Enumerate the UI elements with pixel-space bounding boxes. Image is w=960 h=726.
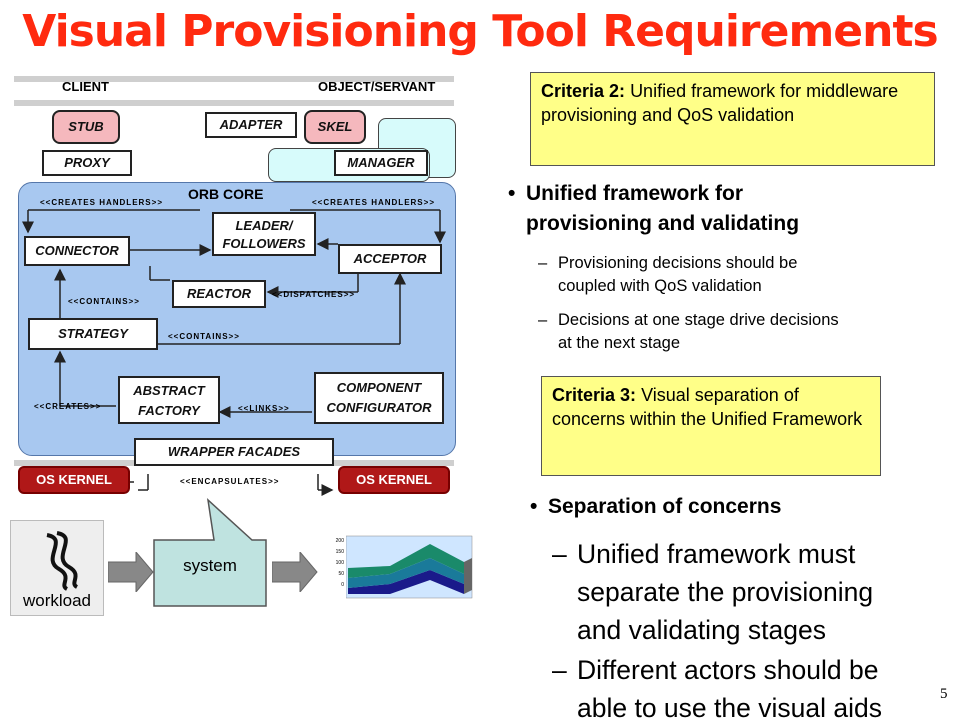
- os-kernel-right-box: OS KERNEL: [338, 466, 450, 494]
- bullet-1-title-line-1: Unified framework for: [526, 182, 744, 205]
- wrapper-facades-box: WRAPPER FACADES: [134, 438, 334, 466]
- divider-bar: [14, 100, 454, 106]
- dash-marker: –: [552, 539, 567, 569]
- slide-title: Visual Provisioning Tool Requirements: [22, 6, 938, 57]
- component-configurator-box: COMPONENT CONFIGURATOR: [314, 372, 444, 424]
- chart-tick: 200: [335, 538, 344, 544]
- creates-label: <<CREATES>>: [34, 402, 102, 411]
- bullet-1-sub-1-line-1: Provisioning decisions should be: [558, 254, 798, 272]
- arrow-to-chart-icon: [272, 552, 318, 592]
- bullet-marker: •: [530, 495, 538, 518]
- proxy-box: PROXY: [42, 150, 132, 176]
- skel-box: SKEL: [304, 110, 366, 144]
- bullet-1-sub-1-line-2: coupled with QoS validation: [558, 277, 762, 295]
- chart-tick: 0: [341, 582, 344, 588]
- manager-box: MANAGER: [334, 150, 428, 176]
- connector-box: CONNECTOR: [24, 236, 130, 266]
- workload-panel: workload: [10, 520, 104, 616]
- system-callout: [153, 498, 267, 607]
- bullet-1-title-line-2: provisioning and validating: [526, 212, 800, 235]
- workload-icon: [46, 531, 79, 591]
- criteria-3-text: Visual separation of concerns within the…: [552, 385, 863, 429]
- contains-top-label: <<CONTAINS>>: [68, 297, 140, 306]
- dash-marker: –: [538, 311, 548, 329]
- dispatches-label: <<DISPATCHES>>: [272, 290, 356, 299]
- divider-bar: [14, 76, 454, 82]
- criteria-3-label: Criteria 3:: [552, 385, 637, 405]
- object-servant-label: OBJECT/SERVANT: [318, 79, 436, 94]
- chart-tick: 50: [338, 571, 344, 577]
- adapter-box: ADAPTER: [205, 112, 297, 138]
- page-number: 5: [940, 686, 948, 702]
- contains-bottom-label: <<CONTAINS>>: [168, 332, 240, 341]
- result-chart: 200 150 100 50 0: [330, 532, 478, 602]
- arrow-to-system-icon: [108, 552, 154, 592]
- abstract-factory-box: ABSTRACT FACTORY: [118, 376, 220, 424]
- os-kernel-left-box: OS KERNEL: [18, 466, 130, 494]
- stub-box: STUB: [52, 110, 120, 144]
- orb-core-label: ORB CORE: [188, 186, 264, 202]
- strategy-box: STRATEGY: [28, 318, 158, 350]
- dash-marker: –: [538, 254, 548, 272]
- dash-marker: –: [552, 655, 567, 685]
- bullet-2-sub-2-line-2: able to use the visual aids: [577, 693, 882, 723]
- system-label: system: [183, 556, 237, 575]
- creates-handlers-right-label: <<CREATES HANDLERS>>: [312, 198, 435, 207]
- bullet-2-title: Separation of concerns: [548, 495, 782, 518]
- bullet-2-sub-1-line-2: separate the provisioning: [577, 577, 874, 607]
- bullet-marker: •: [508, 182, 516, 205]
- bullet-1-sub-2-line-1: Decisions at one stage drive decisions: [558, 311, 839, 329]
- chart-ticks: 200 150 100 50 0: [330, 536, 344, 591]
- bullet-2-sub-1-line-3: and validating stages: [577, 615, 826, 645]
- chart-tick: 150: [335, 549, 344, 555]
- acceptor-box: ACCEPTOR: [338, 244, 442, 274]
- links-label: <<LINKS>>: [238, 404, 290, 413]
- chart-area: [346, 535, 473, 599]
- criteria-2-callout: Criteria 2: Unified framework for middle…: [530, 72, 935, 166]
- bullet-2-sub-2-line-1: Different actors should be: [577, 655, 879, 685]
- client-label: CLIENT: [62, 79, 109, 94]
- leader-followers-box: LEADER/ FOLLOWERS: [212, 212, 316, 256]
- bullet-2-sub-1-line-1: Unified framework must: [577, 539, 856, 569]
- reactor-box: REACTOR: [172, 280, 266, 308]
- criteria-3-callout: Criteria 3: Visual separation of concern…: [541, 376, 881, 476]
- criteria-2-text: Unified framework for middleware provisi…: [541, 81, 899, 125]
- criteria-2-label: Criteria 2:: [541, 81, 626, 101]
- bullet-1-sub-2-line-2: at the next stage: [558, 334, 681, 352]
- encapsulates-label: <<ENCAPSULATES>>: [180, 477, 280, 486]
- chart-tick: 100: [335, 560, 344, 566]
- creates-handlers-left-label: <<CREATES HANDLERS>>: [40, 198, 163, 207]
- workload-label: workload: [22, 591, 92, 610]
